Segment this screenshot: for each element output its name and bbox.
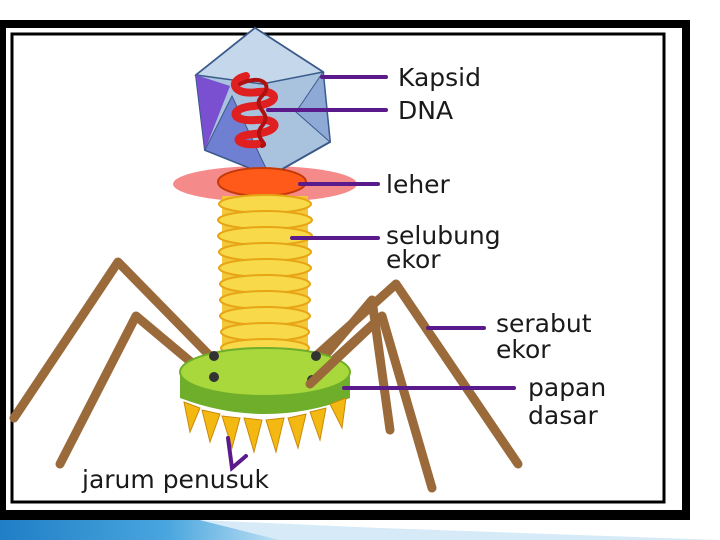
baseplate-bolt [311,351,321,361]
tail-fiber-left-inner [55,311,215,469]
inner-frame-white [6,28,682,510]
label-dna: DNA [398,96,453,125]
pointer-lines [226,75,516,472]
label-selubung-2: ekor [386,245,441,274]
banner-light [200,520,720,540]
capsid-face-right [295,70,331,144]
base-plate [179,347,351,414]
bottom-banner [0,520,720,540]
capsid-face-left [196,75,230,150]
label-kapsid: Kapsid [398,63,481,92]
label-serabut-2: ekor [496,335,551,364]
collar-ring [217,167,307,197]
dna-coil [231,72,279,149]
sheath-rings [217,194,313,358]
banner-blue [0,520,280,540]
spikes [183,397,347,454]
inner-frame-line [10,32,666,504]
baseplate-bolt [209,351,219,361]
label-selubung-1: selubung [386,221,501,250]
pointer-jarum [226,436,248,472]
tail-sheath [217,194,313,364]
label-jarum: jarum penusuk [81,465,269,494]
label-papan-1: papan [528,373,606,402]
label-leher: leher [386,170,451,199]
label-serabut-1: serabut [496,309,592,338]
tail-fibers-front [305,313,385,389]
capsid-face-top [194,27,325,85]
label-papan-2: dasar [528,401,599,430]
labels: Kapsid DNA leher selubung ekor serabut e… [81,63,606,494]
baseplate-bolt [209,372,219,382]
tail-fiber-left-outer [9,257,217,423]
dna-coil-strand [238,77,269,148]
